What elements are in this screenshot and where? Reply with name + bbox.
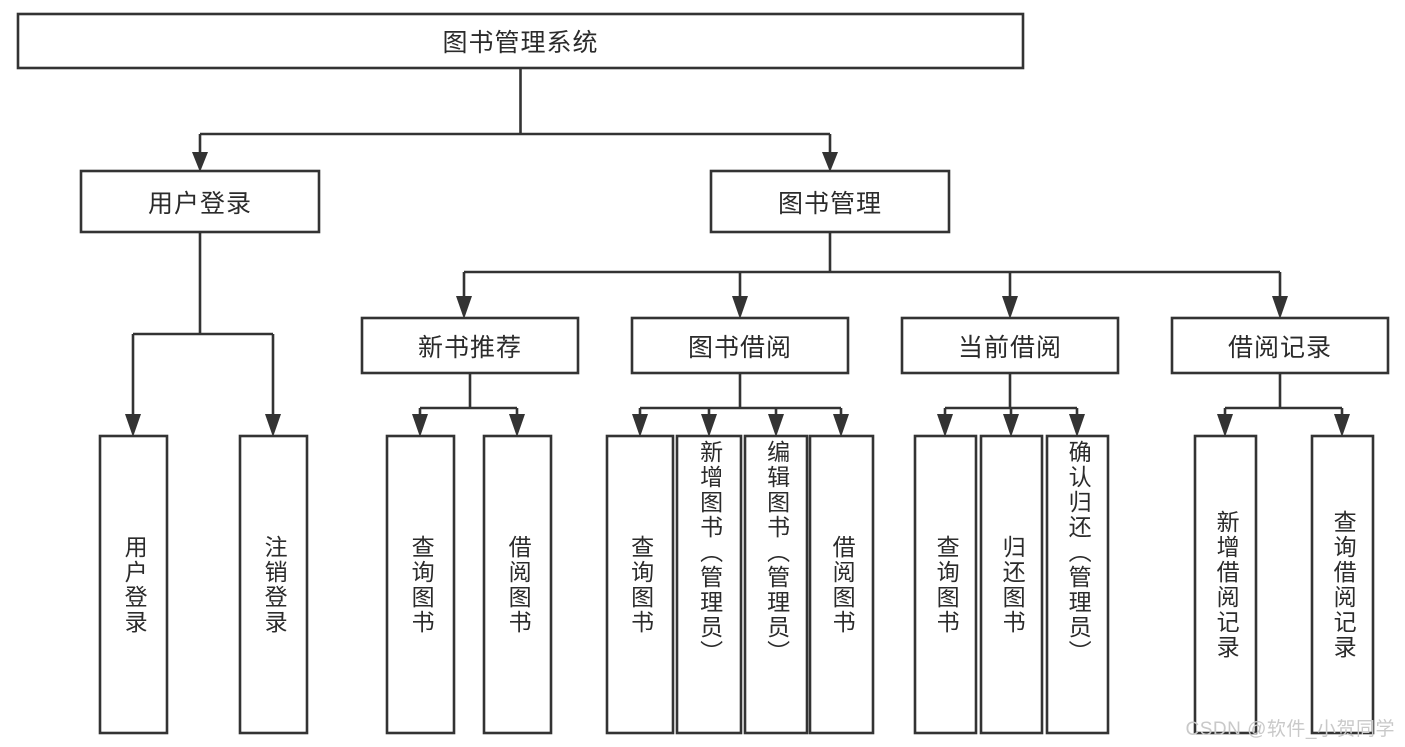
node-leaf-edit-book[interactable] — [743, 434, 809, 735]
arrowhead-leaf-borrow-book-recommend — [509, 414, 525, 437]
node-leaf-logout[interactable] — [238, 434, 309, 735]
arrowhead-leaf-logout — [265, 414, 281, 437]
arrowhead-borrow-record — [1272, 296, 1288, 319]
arrowhead-leaf-return-book — [1003, 414, 1019, 437]
arrowhead-user-login — [192, 152, 208, 172]
node-book-borrow[interactable] — [630, 316, 850, 375]
arrowhead-leaf-query-book-current — [937, 414, 953, 437]
arrowhead-leaf-query-book-recommend — [412, 414, 428, 437]
node-user-login[interactable] — [79, 169, 321, 234]
arrowhead-leaf-user-login — [125, 414, 141, 437]
arrowhead-book-management — [822, 152, 838, 172]
node-leaf-add-book[interactable] — [675, 434, 743, 735]
arrowhead-leaf-add-borrow-record — [1217, 414, 1233, 437]
arrowhead-current-borrow — [1002, 296, 1018, 319]
arrowhead-book-borrow — [732, 296, 748, 319]
node-leaf-return-book[interactable] — [979, 434, 1044, 735]
connector-layer — [125, 68, 1350, 437]
arrowhead-new-book-recommend — [456, 296, 472, 319]
node-leaf-borrow-book-recommend[interactable] — [482, 434, 553, 735]
node-leaf-query-book-recommend[interactable] — [385, 434, 456, 735]
arrowhead-leaf-edit-book — [768, 414, 784, 437]
node-leaf-query-book-borrow[interactable] — [605, 434, 675, 735]
node-borrow-record[interactable] — [1170, 316, 1390, 375]
node-layer — [16, 12, 1390, 735]
arrowhead-leaf-confirm-return — [1069, 414, 1085, 437]
arrowhead-leaf-query-borrow-record — [1334, 414, 1350, 437]
node-current-borrow[interactable] — [900, 316, 1120, 375]
node-leaf-query-book-current[interactable] — [913, 434, 978, 735]
arrowhead-leaf-borrow-book — [833, 414, 849, 437]
node-leaf-add-borrow-record[interactable] — [1193, 434, 1258, 735]
arrowhead-leaf-query-book-borrow — [632, 414, 648, 437]
node-new-book-recommend[interactable] — [360, 316, 580, 375]
node-leaf-borrow-book[interactable] — [808, 434, 875, 735]
node-book-management[interactable] — [709, 169, 951, 234]
node-root[interactable] — [16, 12, 1025, 70]
node-leaf-query-borrow-record[interactable] — [1310, 434, 1375, 735]
node-leaf-user-login[interactable] — [98, 434, 169, 735]
arrowhead-leaf-add-book — [701, 414, 717, 437]
node-leaf-confirm-return[interactable] — [1045, 434, 1110, 735]
